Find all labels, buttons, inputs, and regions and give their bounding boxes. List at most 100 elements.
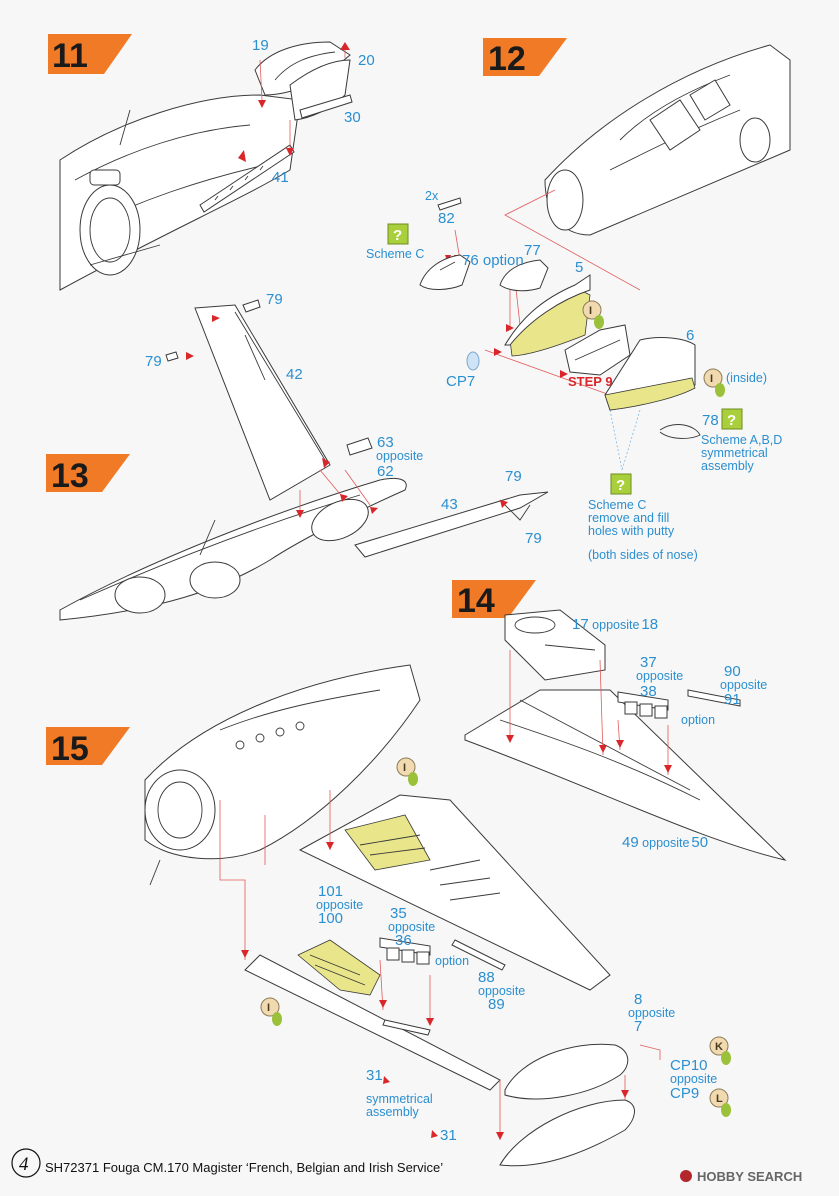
part-number-label: CP10 — [670, 1057, 708, 1074]
part-79 — [242, 299, 261, 313]
part-number-label: 79 — [266, 291, 283, 308]
opposite-label: opposite — [316, 898, 363, 912]
part-number-label: 30 — [344, 109, 361, 126]
paint-mark-icon: I — [703, 368, 725, 397]
step-number: 15 — [51, 730, 89, 768]
step-tab — [48, 34, 132, 74]
svg-text:I: I — [267, 1002, 270, 1014]
part-number-label: CP7 — [446, 373, 475, 390]
svg-text:K: K — [715, 1041, 723, 1053]
part-number-label: 37 — [640, 654, 657, 671]
step-15: 15 — [46, 664, 731, 1167]
part-number-label: CP9 — [670, 1085, 699, 1102]
opposite-label: opposite — [670, 1072, 717, 1086]
part-82 — [437, 197, 462, 211]
option-label: option — [681, 713, 715, 727]
scheme-note-line: Scheme A,B,D — [701, 433, 782, 447]
part-number-label: 7 — [634, 1018, 642, 1035]
step-number: 14 — [457, 582, 495, 620]
part-number-label: 100 — [318, 910, 343, 927]
part-number-label: 43 — [441, 496, 458, 513]
svg-text:HOBBY SEARCH: HOBBY SEARCH — [697, 1169, 802, 1184]
scheme-note-line: (both sides of nose) — [588, 548, 698, 562]
svg-text:?: ? — [393, 227, 402, 244]
wheel-well-highlight — [297, 939, 381, 996]
opposite-label: opposite — [376, 449, 423, 463]
engine-nacelle — [79, 184, 141, 276]
part-number-label: 5 — [575, 259, 583, 276]
scheme-note-line: remove and fill — [588, 511, 669, 525]
step-number: 11 — [52, 37, 88, 75]
part-number-label: 77 — [524, 242, 541, 259]
page-number: 4 — [19, 1154, 29, 1175]
hobby-search-logo: HOBBY SEARCH — [680, 1169, 802, 1184]
part-number-label: 36 — [395, 932, 412, 949]
paint-mark-icon: K — [709, 1036, 731, 1065]
multiplier-label: 2x — [425, 189, 439, 203]
part-number-label: 19 — [252, 37, 269, 54]
wing-part — [464, 689, 787, 861]
footer: 4 SH72371 Fouga CM.170 Magister ‘French,… — [11, 1148, 802, 1184]
part-number-label: 31 — [366, 1067, 383, 1084]
paint-mark-icon: L — [709, 1088, 731, 1117]
part-79 — [165, 351, 179, 362]
svg-text:L: L — [716, 1093, 723, 1105]
part-number-label: 76 option — [462, 252, 524, 269]
cp7-part — [466, 351, 480, 371]
question-icon — [610, 473, 632, 495]
part-number-label: 88 — [478, 969, 495, 986]
part-43 — [354, 491, 549, 558]
part-number-label: 79 — [505, 468, 522, 485]
step-tab — [46, 727, 130, 765]
part-number-label: 38 — [640, 683, 657, 700]
part-41 — [199, 144, 295, 213]
footer-title: SH72371 Fouga CM.170 Magister ‘French, B… — [45, 1160, 443, 1175]
part-88 — [451, 939, 506, 971]
part-number-label: 8 — [634, 991, 642, 1008]
opposite-label: opposite — [478, 984, 525, 998]
opposite-label: opposite — [720, 678, 767, 692]
part-number-label: 79 — [145, 353, 162, 370]
part-number-label: 42 — [286, 366, 303, 383]
scheme-note-line: Scheme C — [588, 498, 646, 512]
opposite-label: opposite — [636, 669, 683, 683]
part-number-label: 31 — [440, 1127, 457, 1144]
part-77 — [499, 259, 549, 292]
scheme-note-line: assembly — [701, 459, 755, 473]
part-90 — [687, 689, 741, 707]
part-76 — [419, 254, 471, 290]
part-number-label: 63 — [377, 434, 394, 451]
tip-tank-part — [499, 1099, 635, 1167]
opposite-label: opposite — [628, 1006, 675, 1020]
step-tab — [46, 454, 130, 492]
paint-mark-icon: I — [260, 997, 282, 1026]
part-number-label: 78 — [702, 412, 719, 429]
svg-text:I: I — [403, 762, 406, 774]
wheel-well-highlight — [344, 814, 431, 871]
canopy-part — [254, 41, 351, 96]
part-number-label: 90 — [724, 663, 741, 680]
step-number: 12 — [488, 40, 526, 78]
part-35 — [379, 937, 431, 956]
note-label: (inside) — [726, 371, 767, 385]
note-label: assembly — [366, 1105, 420, 1119]
part-number-label: 79 — [525, 530, 542, 547]
scheme-note-line: symmetrical — [701, 446, 768, 460]
part-number-label: 62 — [377, 463, 394, 480]
step-tab — [483, 38, 567, 76]
part-number-label: 41 — [272, 169, 289, 186]
part-number-label: 89 — [488, 996, 505, 1013]
note-label: symmetrical — [366, 1092, 433, 1106]
scheme-note-line: holes with putty — [588, 524, 675, 538]
question-icon — [721, 408, 743, 430]
page-number-badge — [11, 1148, 41, 1178]
part-17 — [504, 609, 606, 681]
svg-text:?: ? — [727, 412, 736, 429]
scheme-label: Scheme C — [366, 247, 424, 261]
question-icon — [387, 223, 409, 245]
step-reference: STEP 9 — [568, 374, 613, 389]
